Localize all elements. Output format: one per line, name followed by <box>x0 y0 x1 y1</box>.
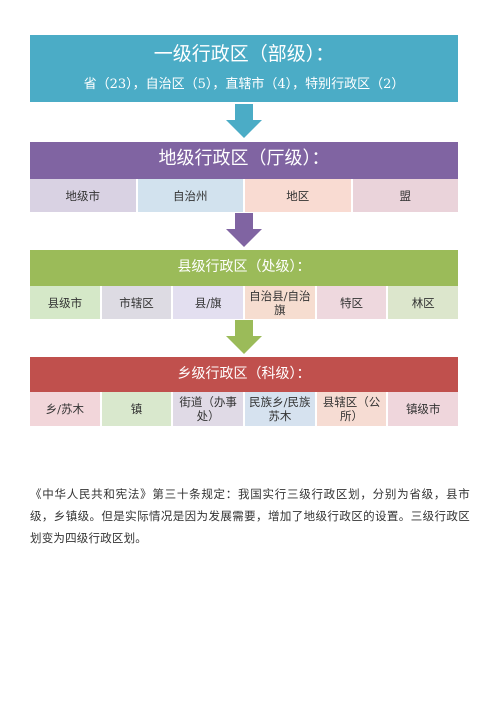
level-2-band: 地级行政区（厅级）： <box>30 142 458 179</box>
level-2-item: 地级市 <box>30 179 138 212</box>
level-3-item: 市辖区 <box>101 286 174 319</box>
level-3-item: 自治县/自治旗 <box>245 286 317 319</box>
level-1-title: 一级行政区（部级）： <box>153 43 335 65</box>
level-2-item: 盟 <box>352 179 458 212</box>
arrow-down-icon <box>226 320 262 354</box>
level-4-items: 乡/苏木 镇 街道（办事处） 民族乡/民族苏木 县辖区（公所） 镇级市 <box>30 392 459 426</box>
level-3-item: 林区 <box>388 286 459 319</box>
level-4-item: 街道（办事处） <box>173 392 246 426</box>
level-4-item: 乡/苏木 <box>30 392 102 426</box>
level-3-title: 县级行政区（处级）： <box>177 259 311 275</box>
level-4-band: 乡级行政区（科级）： <box>30 357 458 392</box>
arrow-down-icon <box>226 104 262 138</box>
level-2-item: 自治州 <box>137 179 245 212</box>
arrow-down-icon <box>226 213 262 247</box>
level-3-band: 县级行政区（处级）： <box>30 250 458 286</box>
level-4-item: 镇级市 <box>388 392 459 426</box>
level-3-item: 县级市 <box>30 286 102 319</box>
level-4-item: 县辖区（公所） <box>316 392 389 426</box>
level-4-item: 镇 <box>101 392 174 426</box>
constitution-note: 《中华人民共和宪法》第三十条规定：我国实行三级行政区划，分别为省级，县市级，乡镇… <box>30 487 470 545</box>
level-2-title: 地级行政区（厅级）： <box>158 148 330 169</box>
level-3-item: 特区 <box>316 286 389 319</box>
level-3-item: 县/旗 <box>173 286 246 319</box>
level-2-item: 地区 <box>245 179 353 212</box>
level-4-item: 民族乡/民族苏木 <box>245 392 317 426</box>
level-2-items: 地级市 自治州 地区 盟 <box>30 179 458 212</box>
level-1-subtitle: 省（23），自治区（5），直辖市（4），特别行政区（2） <box>83 77 405 92</box>
level-1-band: 一级行政区（部级）： 省（23），自治区（5），直辖市（4），特别行政区（2） <box>30 35 458 102</box>
level-3-items: 县级市 市辖区 县/旗 自治县/自治旗 特区 林区 <box>30 286 459 319</box>
level-4-title: 乡级行政区（科级）： <box>177 366 311 382</box>
